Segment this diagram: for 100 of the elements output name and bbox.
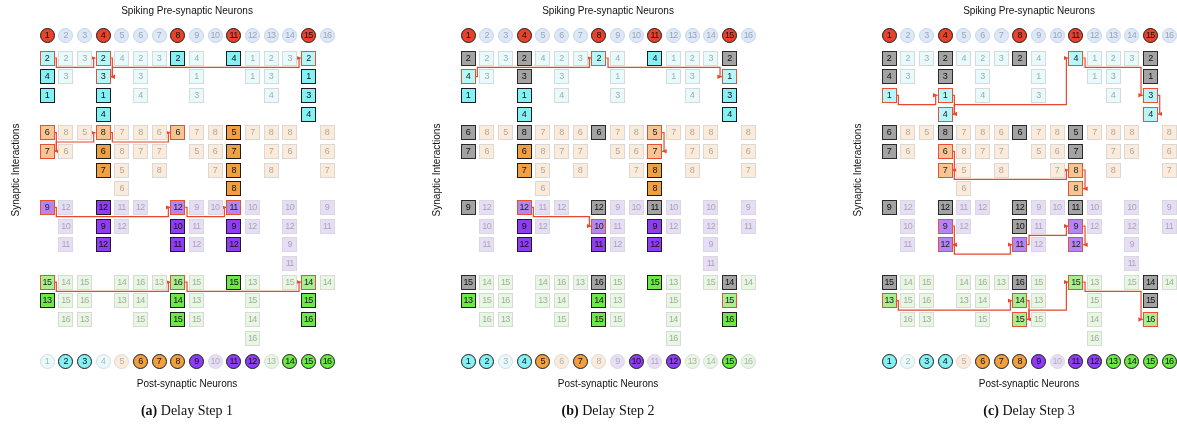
synapse-cell: 13 xyxy=(572,274,588,290)
synapse-cell: 10 xyxy=(282,199,298,215)
synapse-cell: 8 xyxy=(1105,125,1121,141)
pre-neuron-circle: 7 xyxy=(993,27,1009,43)
synapse-cell: 15 xyxy=(497,274,513,290)
synapse-cell: 1 xyxy=(300,69,316,85)
synapse-cell: 3 xyxy=(1142,87,1158,103)
synapse-cell: 1 xyxy=(937,87,953,103)
synapse-cell: 4 xyxy=(226,50,242,66)
arrow xyxy=(1082,225,1088,247)
arrow xyxy=(53,132,59,154)
synapse-cell: 13 xyxy=(609,293,625,309)
synapse-cell: 12 xyxy=(170,199,186,215)
synapse-cell: 12 xyxy=(609,237,625,253)
synapse-cell: 10 xyxy=(591,218,607,234)
synapse-cell: 15 xyxy=(170,311,186,327)
synapse-cell: 1 xyxy=(244,69,260,85)
pre-neuron-circle: 3 xyxy=(497,27,513,43)
arrow xyxy=(1026,300,1032,322)
synapse-cell: 4 xyxy=(263,87,279,103)
synapse-cell: 15 xyxy=(1124,274,1140,290)
synapse-cell: 8 xyxy=(1161,125,1177,141)
synapse-cell: 7 xyxy=(956,125,972,141)
synapse-cell: 3 xyxy=(900,69,916,85)
pre-neuron-circle: 11 xyxy=(226,27,242,43)
synapse-cell: 16 xyxy=(170,274,186,290)
synapse-cell: 8 xyxy=(684,125,700,141)
pre-neuron-circle: 8 xyxy=(591,27,607,43)
post-neuron-circle: 11 xyxy=(1068,353,1084,369)
synapse-cell: 13 xyxy=(535,293,551,309)
synapse-cell: 12 xyxy=(516,199,532,215)
pre-neuron-circle: 5 xyxy=(114,27,130,43)
synapse-cell: 6 xyxy=(1049,143,1065,159)
synapse-cell: 16 xyxy=(76,293,92,309)
synapse-cell: 2 xyxy=(721,50,737,66)
synapse-cell: 3 xyxy=(263,69,279,85)
synapse-cell: 2 xyxy=(39,50,55,66)
synapse-cell: 2 xyxy=(263,50,279,66)
arrow xyxy=(530,206,592,229)
synapse-cell: 9 xyxy=(881,199,897,215)
arrow xyxy=(474,55,592,78)
synapse-cell: 7 xyxy=(207,162,223,178)
synapse-cell: 15 xyxy=(881,274,897,290)
synapse-cell: 2 xyxy=(937,50,953,66)
arrow xyxy=(109,57,115,79)
synapse-cell: 5 xyxy=(226,125,242,141)
synapse-cell: 12 xyxy=(535,218,551,234)
synapse-cell: 7 xyxy=(1086,125,1102,141)
synapse-cell: 6 xyxy=(170,125,186,141)
synapse-cell: 11 xyxy=(114,199,130,215)
pre-neuron-circle: 12 xyxy=(1086,27,1102,43)
axis-title: Post-synaptic Neurons xyxy=(557,378,659,389)
synapse-cell: 4 xyxy=(95,106,111,122)
synapse-cell: 8 xyxy=(516,125,532,141)
synapse-cell: 8 xyxy=(956,143,972,159)
synapse-cell: 15 xyxy=(244,293,260,309)
post-neuron-circle: 14 xyxy=(282,353,298,369)
synapse-cell: 2 xyxy=(591,50,607,66)
pre-neuron-circle: 10 xyxy=(628,27,644,43)
synapse-cell: 9 xyxy=(647,218,663,234)
synapse-cell: 16 xyxy=(974,274,990,290)
synapse-cell: 7 xyxy=(1161,162,1177,178)
synapse-cell: 10 xyxy=(170,218,186,234)
synapse-cell: 6 xyxy=(937,143,953,159)
synapse-cell: 11 xyxy=(703,255,719,271)
synapse-cell: 1 xyxy=(188,69,204,85)
synapse-cell: 10 xyxy=(628,199,644,215)
synapse-cell: 15 xyxy=(1012,311,1028,327)
arrow xyxy=(951,225,957,247)
synapse-cell: 11 xyxy=(1124,255,1140,271)
synapse-cell: 8 xyxy=(535,143,551,159)
synapse-cell: 13 xyxy=(497,311,513,327)
synapse-cell: 16 xyxy=(553,274,569,290)
post-neuron-circle: 14 xyxy=(1124,353,1140,369)
pre-neuron-circle: 15 xyxy=(1142,27,1158,43)
synapse-cell: 16 xyxy=(900,311,916,327)
synapse-cell: 2 xyxy=(170,50,186,66)
synapse-cell: 6 xyxy=(39,125,55,141)
arrow xyxy=(951,55,1069,115)
synapse-cell: 2 xyxy=(1105,50,1121,66)
synapse-cell: 7 xyxy=(1049,162,1065,178)
synapse-cell: 5 xyxy=(918,125,934,141)
post-neuron-circle: 13 xyxy=(263,353,279,369)
post-neuron-circle: 7 xyxy=(151,353,167,369)
post-neuron-circle: 2 xyxy=(479,353,495,369)
synapse-cell: 12 xyxy=(703,218,719,234)
synapse-cell: 6 xyxy=(993,125,1009,141)
synapse-cell: 12 xyxy=(937,237,953,253)
post-neuron-circle: 3 xyxy=(918,353,934,369)
synapse-cell: 3 xyxy=(721,87,737,103)
synapse-cell: 9 xyxy=(188,199,204,215)
arrow xyxy=(53,130,97,152)
synapse-cell: 11 xyxy=(956,199,972,215)
synapse-cell: 7 xyxy=(319,162,335,178)
synapse-cell: 15 xyxy=(300,293,316,309)
synapse-cell: 10 xyxy=(244,199,260,215)
synapse-cell: 8 xyxy=(1068,181,1084,197)
synapse-cell: 14 xyxy=(665,311,681,327)
synapse-cell: 11 xyxy=(1161,218,1177,234)
synapse-cell: 4 xyxy=(114,50,130,66)
